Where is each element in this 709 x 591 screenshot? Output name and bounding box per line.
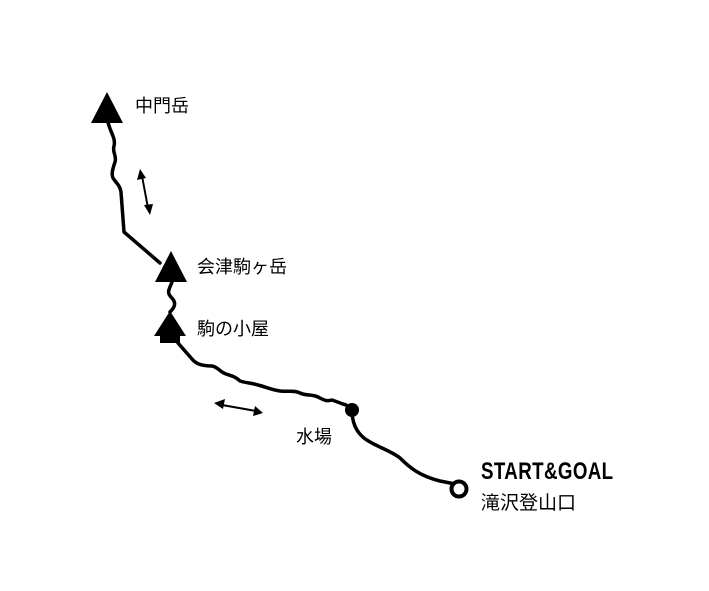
start-goal-label: START&GOAL [481,458,614,485]
water-source-icon [345,403,359,417]
double-arrow-horizontal-icon [214,399,263,416]
water-source-label: 水場 [296,427,332,448]
peak-icon-aizu-komagatake [155,251,187,282]
hut-icon [154,311,186,343]
peak-icon-nakamon [91,92,123,123]
trailhead-label: 滝沢登山口 [481,492,577,514]
double-arrow-vertical-icon [137,169,153,215]
start-goal-icon [449,479,469,499]
peak-label-nakamon: 中門岳 [135,96,189,117]
hut-label: 駒の小屋 [197,319,269,340]
peak-label-aizu-komagatake: 会津駒ヶ岳 [197,257,287,278]
trail-route [106,120,457,486]
